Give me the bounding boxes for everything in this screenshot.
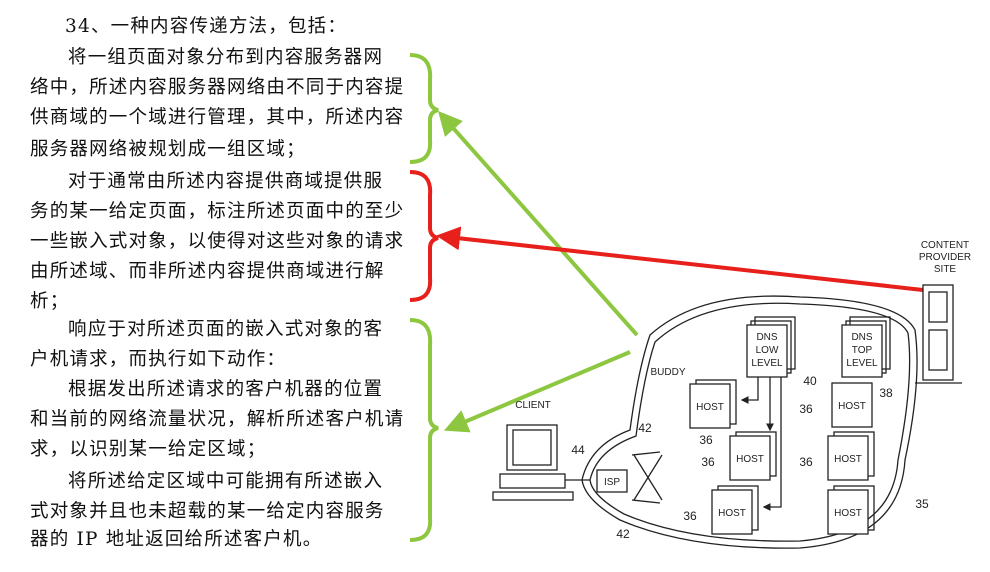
isp-label: ISP (604, 477, 620, 488)
green-bracket (409, 53, 439, 164)
ref-number: 36 (799, 402, 813, 416)
dns-top-label: LEVEL (846, 358, 878, 369)
claim-line: 务的某一给定页面，标注所述页面中的至少 (30, 201, 405, 222)
ref-number: 42 (638, 421, 652, 435)
claim-line: 户机请求，而执行如下动作： (30, 349, 287, 370)
content-provider-label: SITE (934, 264, 957, 275)
claim-line: 一些嵌入式对象，以使得对这些对象的请求 (30, 231, 405, 252)
content-provider-label: CONTENT (921, 240, 969, 251)
claim-line: 式对象并且也未超载的某一给定内容服务 (30, 501, 385, 522)
claim-line: 络中，所述内容服务器网络由不同于内容提 (30, 77, 405, 98)
host-label: HOST (696, 402, 724, 413)
host-label: HOST (736, 454, 764, 465)
ref-number: 44 (571, 443, 585, 457)
claim-line: 析； (30, 291, 70, 312)
ref-number: 38 (879, 386, 893, 400)
red-arrow (436, 226, 924, 292)
green-bracket (409, 318, 439, 542)
red-bracket (409, 170, 439, 302)
dns-low-label: LEVEL (751, 358, 783, 369)
claim-line: 对于通常由所述内容提供商域提供服 (68, 171, 384, 192)
ref-number: 36 (683, 509, 697, 523)
claim-line: 求，以识别某一给定区域； (30, 439, 267, 460)
client-label: CLIENT (515, 400, 551, 411)
claim-line: 由所述域、而非所述内容提供商域进行解 (30, 261, 385, 282)
ref-number: 40 (803, 374, 817, 388)
ref-number: 36 (701, 455, 715, 469)
host-label: HOST (838, 401, 866, 412)
claim-line: 响应于对所述页面的嵌入式对象的客 (68, 319, 384, 340)
host-label: HOST (834, 508, 862, 519)
green-arrow (438, 111, 639, 337)
claim-line: 将所述给定区域中可能拥有所述嵌入 (68, 471, 384, 492)
host-label: HOST (834, 454, 862, 465)
ref-number: 42 (616, 527, 630, 541)
content-provider-label: PROVIDER (919, 252, 971, 263)
diagram-labels: CONTENT PROVIDER SITE CLIENT ISP BUDDY D… (515, 240, 971, 541)
buddy-label: BUDDY (650, 367, 685, 378)
dns-low-label: LOW (756, 345, 779, 356)
green-arrow (443, 350, 631, 433)
dns-top-label: TOP (852, 345, 873, 356)
claim-line: 器的 IP 地址返回给所述客户机。 (30, 529, 323, 550)
claim-line: 根据发出所述请求的客户机器的位置 (68, 379, 384, 400)
dns-low-label: DNS (756, 332, 777, 343)
claim-line: 服务器网络被规划成一组区域； (30, 139, 306, 160)
claim-line: 将一组页面对象分布到内容服务器网 (68, 47, 384, 68)
ref-number: 36 (799, 455, 813, 469)
host-label: HOST (718, 508, 746, 519)
claim-line: 34、一种内容传递方法，包括： (65, 16, 348, 37)
network-cloud (581, 295, 918, 549)
dns-top-label: DNS (851, 332, 872, 343)
claim-line: 和当前的网络流量状况，解析所述客户机请 (30, 409, 405, 430)
ref-number: 35 (915, 497, 929, 511)
claim-line: 供商域的一个域进行管理，其中，所述内容 (30, 107, 405, 128)
ref-number: 36 (699, 433, 713, 447)
